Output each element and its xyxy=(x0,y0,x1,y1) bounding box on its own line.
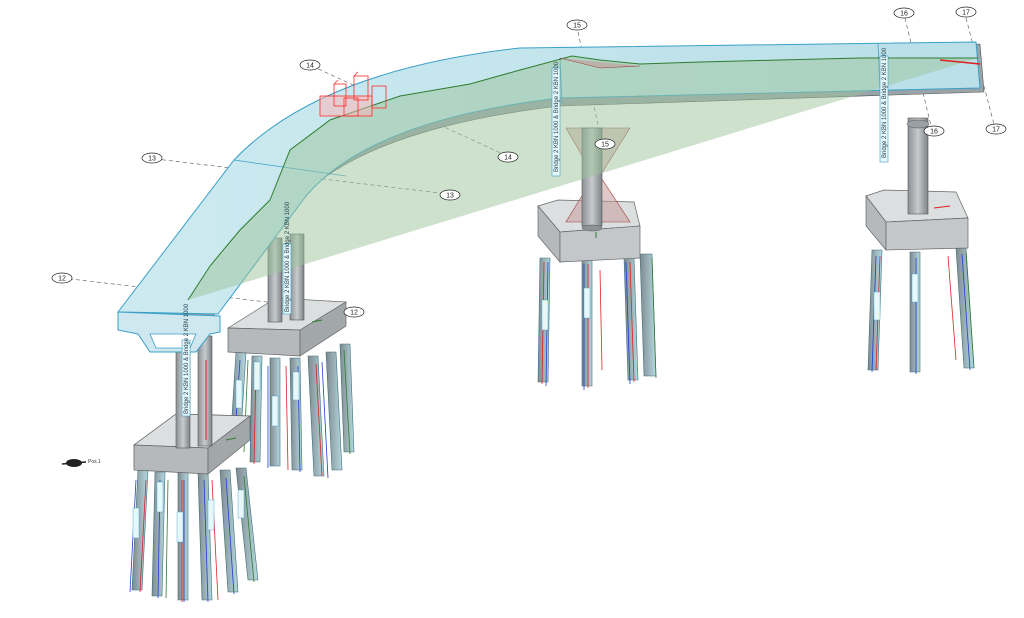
member-tag-deck-4-label: Bridge 2 KBN 1000 & Bridge 2 KBN 1000 xyxy=(285,201,291,312)
axis-bubble-15-top[interactable]: 15 xyxy=(566,19,588,31)
foundation-13-piles[interactable] xyxy=(229,343,355,479)
axis-13-right-label: 13 xyxy=(446,193,454,200)
axis-15-top-label: 15 xyxy=(573,23,581,30)
axis-14-left-label: 14 xyxy=(306,63,314,70)
axis-15-pier-label: 15 xyxy=(601,142,609,149)
foundation-12-piles[interactable] xyxy=(129,467,259,603)
axis-bubble-14-left[interactable]: 14 xyxy=(299,59,321,71)
member-tag-deck-2-label: Bridge 2 KBN 1000 & Bridge 2 KBN 1000 xyxy=(882,47,888,158)
member-tag-deck-4[interactable]: Bridge 2 KBN 1000 & Bridge 2 KBN 1000 xyxy=(282,201,292,315)
axis-bubble-12-left[interactable]: 12 xyxy=(51,272,73,284)
applied-load-symbol[interactable] xyxy=(319,71,387,117)
axis-bubble-14-right[interactable]: 14 xyxy=(497,151,519,163)
member-tag-deck-2[interactable]: Bridge 2 KBN 1000 & Bridge 2 KBN 1000 xyxy=(879,47,889,163)
member-tag-deck-3[interactable]: Bridge 2 KBN 1000 & Bridge 2 KBN 1000 xyxy=(181,303,191,417)
foundation-15-piles[interactable] xyxy=(537,253,657,390)
member-tag-deck-3-label: Bridge 2 KBN 1000 & Bridge 2 KBN 1000 xyxy=(184,303,190,414)
axis-bubble-17-top[interactable]: 17 xyxy=(955,6,977,18)
axis-12-left-label: 12 xyxy=(58,276,66,283)
axis-bubble-12-right[interactable]: 12 xyxy=(343,306,365,318)
axis-bubble-15-pier[interactable]: 15 xyxy=(594,138,616,150)
coordinate-system-marker[interactable]: Pos.1 xyxy=(61,459,101,467)
axis-13-left-label: 13 xyxy=(148,156,156,163)
foundation-16-piles[interactable] xyxy=(867,247,975,374)
axis-bubble-17-end[interactable]: 17 xyxy=(985,123,1007,135)
coordinate-marker-label: Pos.1 xyxy=(88,459,101,465)
axis-14-right-label: 14 xyxy=(504,155,512,162)
pier-16[interactable] xyxy=(906,117,951,215)
axis-bubble-13-left[interactable]: 13 xyxy=(141,152,163,164)
axis-12-right-label: 12 xyxy=(350,310,358,317)
axis-bubble-16-pier[interactable]: 16 xyxy=(923,125,945,137)
axis-bubbles: 15 15 16 16 17 17 14 14 xyxy=(51,6,1007,318)
support-markers xyxy=(225,232,597,441)
pile-cap-12[interactable] xyxy=(132,413,252,475)
axis-16-top-label: 16 xyxy=(900,11,908,18)
axis-bubble-16-top[interactable]: 16 xyxy=(893,7,915,19)
axis-17-top-label: 17 xyxy=(962,10,970,17)
member-tag-deck-1-label: Bridge 2 KBN 1000 & Bridge 2 KBN 1000 xyxy=(554,61,560,172)
bridge-deck[interactable] xyxy=(117,41,985,353)
axis-line-13 xyxy=(147,157,449,195)
axis-16-pier-label: 16 xyxy=(930,129,938,136)
axis-bubble-13-right[interactable]: 13 xyxy=(439,189,461,201)
axis-17-end-label: 17 xyxy=(992,127,1000,134)
member-tag-deck-1[interactable]: Bridge 2 KBN 1000 & Bridge 2 KBN 1000 xyxy=(551,61,561,177)
